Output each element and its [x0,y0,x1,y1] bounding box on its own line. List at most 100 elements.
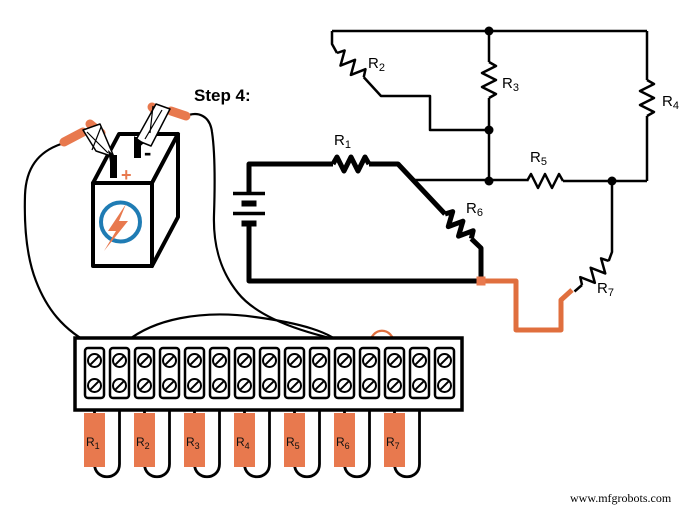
wire-r6-to-junction [469,236,484,281]
lightning-bolt-icon [104,204,128,251]
alligator-clip-negative [134,102,191,150]
strip-resistor-label: R4 [236,435,250,451]
step-label: Step 4: [194,86,251,105]
schematic-label-r1: R1 [334,132,351,151]
screw-slot [239,355,250,366]
screw-slot [289,355,300,366]
wire-r2-top-lead [330,31,339,54]
schematic-resistor-r5 [525,172,565,190]
strip-resistor-body [234,413,255,467]
screw-slot [89,380,100,391]
schematic-label-r2: R2 [368,55,385,74]
terminal-cell [258,346,281,400]
negative-sign: - [144,140,151,165]
screw-slot [339,355,350,366]
screw-slot [114,380,125,391]
schematic-resistor-r1 [330,154,372,174]
wire-r7-top-lead [607,181,614,262]
clip-tip [134,136,144,150]
screw-slot [439,380,450,391]
strip-resistor-body [334,413,355,467]
screw-slot [89,355,100,366]
schematic-resistor-r2 [336,49,367,78]
schematic-resistor-r4 [638,78,656,118]
screw-slot [264,380,275,391]
alligator-clip-positive [59,119,116,162]
junction-square-orange [476,276,486,286]
hookup-wires [23,113,396,349]
screw-slot [389,355,400,366]
battery-symbol [233,191,265,227]
terminal-cell [233,346,256,400]
strip-resistor-unit: R6 [334,410,371,479]
schematic-label-r4: R4 [662,93,679,112]
screw-slot [189,380,200,391]
strip-resistor-label: R2 [136,435,150,451]
screw-slot [414,380,425,391]
strip-resistor-unit: R3 [184,410,221,479]
terminal-cell [383,346,406,400]
screw-slot [214,380,225,391]
screw-slot [189,355,200,366]
wire-bottom-return [246,223,481,284]
wire-step4-highlight [481,278,574,333]
screw-slot [339,380,350,391]
battery-terminal-positive [110,155,117,178]
schematic-resistor-r6 [444,209,476,240]
junction-dot [484,125,494,135]
clip-spring [144,105,163,140]
wire-battery-to-r1 [246,161,333,193]
schematic-resistor-r3 [480,60,498,100]
clip-spring [86,126,109,154]
strip-resistor-label: R1 [86,435,100,451]
strip-resistor-unit: R4 [234,410,271,479]
screw-slot [114,355,125,366]
terminal-cell [158,346,181,400]
strip-resistor-body [384,413,405,467]
screw-slot [139,355,150,366]
terminal-cell [133,346,156,400]
screw-slot [264,355,275,366]
schematic-label-r7: R7 [597,280,614,299]
wire-r5-leads [413,178,647,183]
strip-resistor-label: R6 [336,435,350,451]
wire-battery-positive-to-terminal1 [23,142,95,347]
wire-r7-bottom-stub [573,284,583,293]
watermark: www.mfgrobots.com [570,491,672,505]
screw-slot [364,380,375,391]
screw-slot [314,380,325,391]
screw-slot [164,380,175,391]
screw-slot [414,355,425,366]
terminal-strip: R1 R2 R3 R4 R5 R6 R7 [73,336,464,479]
screw-slot [139,380,150,391]
terminal-cell [433,346,456,400]
screw-slot [214,355,225,366]
wire-jumper-terminal2-to-terminal11 [118,313,346,349]
strip-resistor-unit: R5 [284,410,321,479]
schematic: R1 R2 R3 R4 R5 R6 R7 [233,26,679,333]
terminal-cell [183,346,206,400]
strip-resistor-label: R7 [386,435,400,451]
schematic-resistor-r7 [579,257,610,286]
terminal-cell [408,346,431,400]
strip-resistor-body [134,413,155,467]
strip-resistors: R1 R2 R3 R4 R5 R6 R7 [84,410,421,479]
clip-tip [108,150,116,162]
wire-r1-to-r6 [369,161,447,216]
terminal-cell [83,346,106,400]
terminal-cell [308,346,331,400]
strip-resistor-body [84,413,105,467]
screw-slot [239,380,250,391]
clip-boot [166,106,191,121]
screw-slot [364,355,375,366]
terminal-cell [283,346,306,400]
strip-resistor-body [184,413,205,467]
strip-resistor-body [284,413,305,467]
screw-slot [314,355,325,366]
schematic-label-r3: R3 [502,75,519,94]
strip-resistor-label: R5 [286,435,300,451]
clip-boot [59,127,88,147]
strip-resistor-unit: R1 [84,410,121,479]
